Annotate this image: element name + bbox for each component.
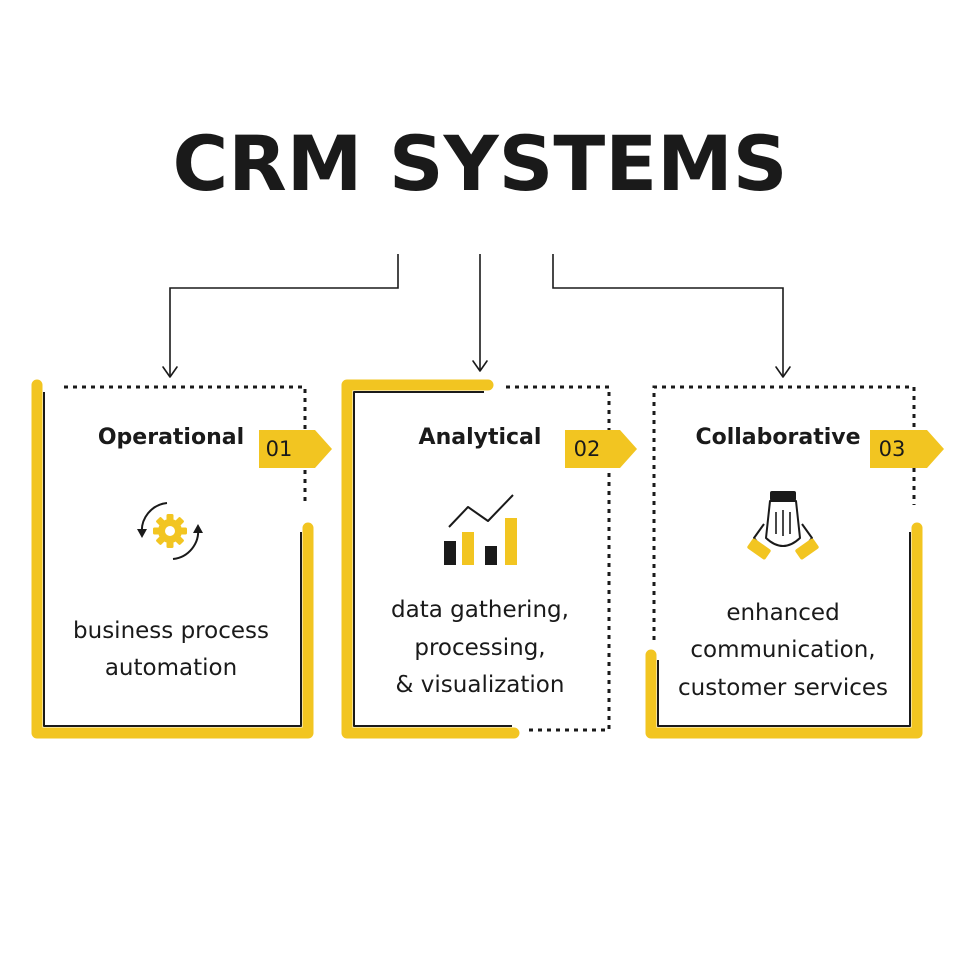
arrowhead-operational	[162, 366, 178, 378]
card-operational-inner-line	[43, 392, 302, 727]
diagram-title: CRM SYSTEMS	[172, 119, 787, 208]
card-collaborative-heading: Collaborative	[695, 425, 860, 450]
card-operational-description-line-2: automation	[105, 655, 237, 681]
connectors	[162, 254, 791, 378]
card-collaborative-dotted-border	[652, 385, 916, 640]
card-analytical-description-line-1: data gathering,	[391, 597, 569, 623]
connector-operational	[162, 254, 399, 378]
card-analytical: Analytical 02 data gathering, processing…	[341, 379, 637, 739]
gear-cycle-icon	[137, 502, 203, 560]
card-collaborative-description-line-2: communication,	[690, 637, 875, 663]
number-badge-02-label: 02	[574, 437, 601, 461]
arrowhead-collaborative	[775, 366, 791, 378]
connector-analytical	[472, 254, 488, 372]
card-analytical-dotted-border	[506, 385, 611, 732]
card-collaborative-inner-line	[657, 532, 911, 727]
card-collaborative: Collaborative 03 enhanced communication,…	[645, 385, 944, 739]
card-analytical-description-line-2: processing,	[414, 635, 545, 661]
card-operational-frame	[31, 379, 314, 739]
card-collaborative-frame	[645, 522, 923, 739]
bar-chart-trend-icon	[444, 494, 517, 565]
card-analytical-heading: Analytical	[419, 425, 542, 450]
number-badge-02: 02	[565, 430, 637, 468]
card-collaborative-description-line-1: enhanced	[726, 600, 839, 626]
joined-hands-icon	[747, 491, 819, 560]
number-badge-01: 01	[259, 430, 332, 468]
card-operational-heading: Operational	[98, 425, 244, 450]
number-badge-01-label: 01	[266, 437, 293, 461]
connector-collaborative	[552, 254, 791, 378]
number-badge-03-label: 03	[879, 437, 906, 461]
card-collaborative-description-line-3: customer services	[678, 675, 888, 701]
arrowhead-analytical	[472, 360, 488, 372]
card-analytical-description-line-3: & visualization	[396, 672, 565, 698]
number-badge-03: 03	[870, 430, 944, 468]
card-analytical-inner-line	[353, 391, 512, 727]
card-analytical-frame	[341, 379, 520, 739]
card-operational: Operational 01 business process automati…	[31, 379, 332, 739]
card-operational-description-line-1: business process	[73, 618, 269, 644]
